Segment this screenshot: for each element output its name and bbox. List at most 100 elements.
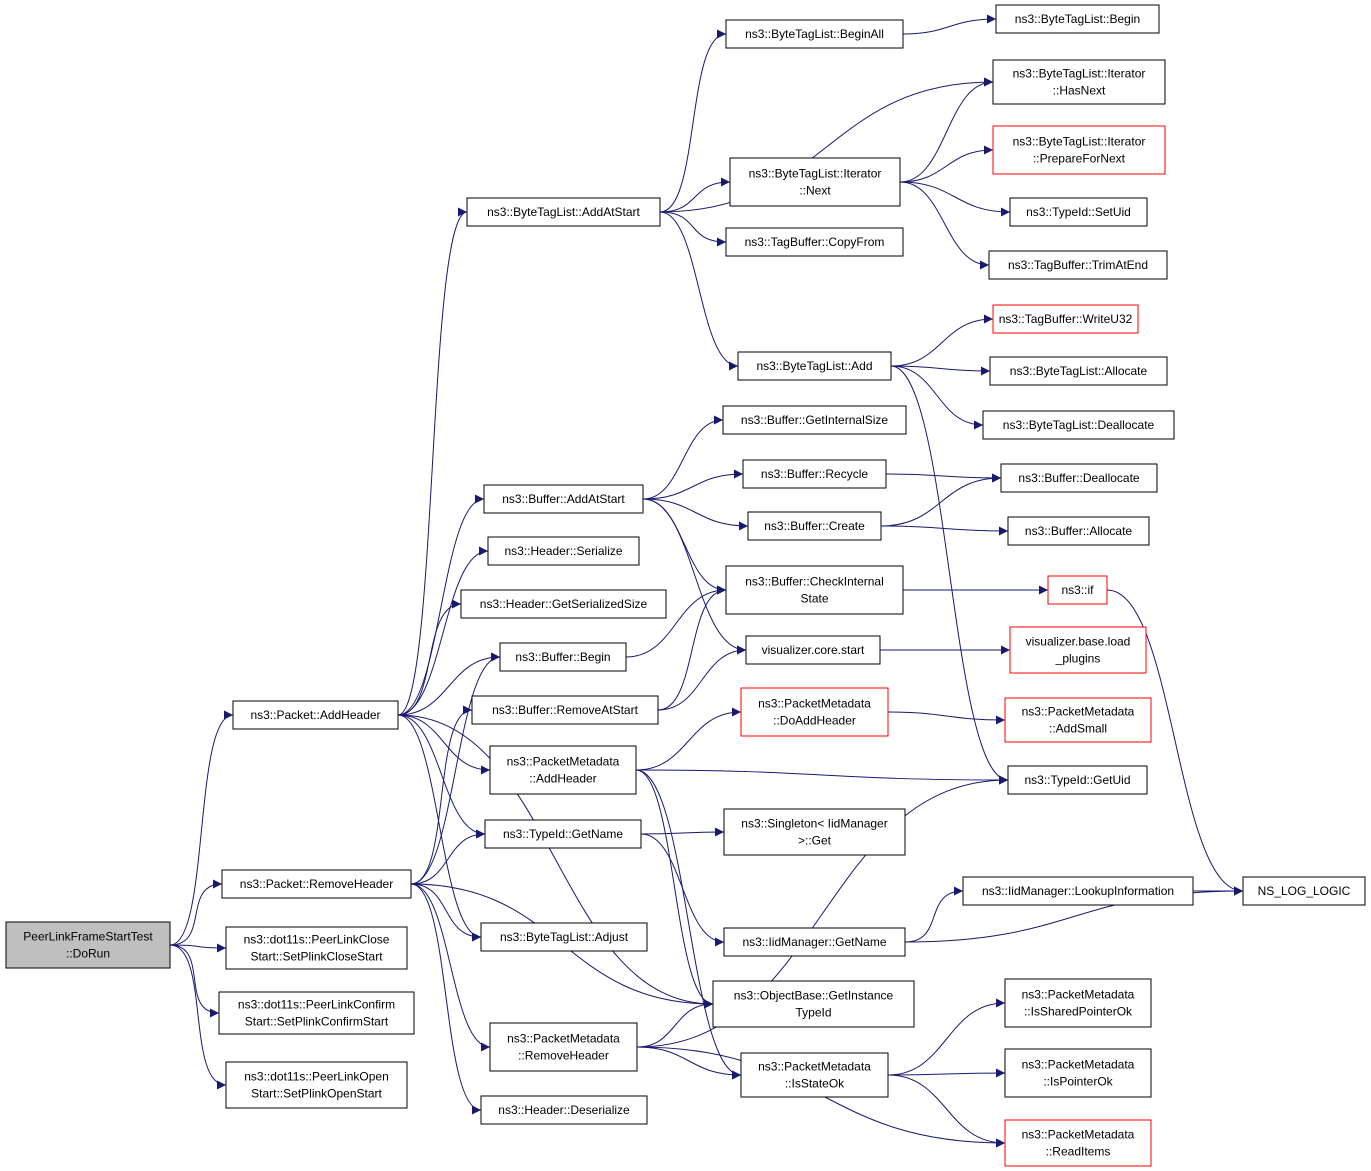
node-buf-alloc[interactable]: ns3::Buffer::Allocate [1007, 516, 1150, 546]
node-pm-read[interactable]: ns3::PacketMetadata::ReadItems [1004, 1119, 1152, 1167]
edge-btl-add-to-btl-dealloc [890, 365, 984, 430]
edge-pm-remhdr-to-pm-stateok [636, 1046, 742, 1080]
node-open[interactable]: ns3::dot11s::PeerLinkOpenStart::SetPlink… [225, 1061, 408, 1109]
node-iid-lookup[interactable]: ns3::IidManager::LookupInformation [962, 876, 1194, 906]
node-btl-add[interactable]: ns3::ByteTagList::Add [737, 351, 892, 381]
node-box [484, 819, 642, 849]
node-buf-create[interactable]: ns3::Buffer::Create [747, 511, 882, 541]
node-it-prepare[interactable]: ns3::ByteTagList::Iterator::PrepareForNe… [992, 125, 1166, 175]
edge-pkt-rem-to-btl-adjust [410, 883, 482, 942]
node-hdr-ser[interactable]: ns3::Header::Serialize [487, 536, 640, 566]
node-vis-load[interactable]: visualizer.base.load_plugins [1009, 626, 1147, 674]
node-vis-start[interactable]: visualizer.core.start [745, 635, 881, 665]
node-iid-getname[interactable]: ns3::IidManager::GetName [723, 927, 906, 957]
edge-it-next-to-tid-setuid [899, 181, 1011, 217]
node-box [499, 642, 627, 672]
edge-pkt-add-to-btl-adjust [397, 714, 482, 942]
node-root[interactable]: PeerLinkFrameStartTest::DoRun [5, 921, 171, 969]
node-btl-begin[interactable]: ns3::ByteTagList::Begin [995, 4, 1160, 34]
node-label: ns3::TagBuffer::TrimAtEnd [1008, 258, 1148, 272]
node-label: ns3::IidManager::GetName [742, 935, 886, 949]
edge-btl-add-to-tid-getuid [890, 365, 1009, 785]
node-box [1009, 197, 1148, 227]
node-pm-addsmall[interactable]: ns3::PacketMetadata::AddSmall [1004, 697, 1152, 743]
node-buf-dealloc[interactable]: ns3::Buffer::Deallocate [1000, 463, 1158, 493]
edge-pkt-rem-to-pm-remhdr [410, 883, 491, 1052]
node-label: ns3::TypeId::GetName [503, 827, 623, 841]
node-pm-stateok[interactable]: ns3::PacketMetadata::IsStateOk [740, 1052, 889, 1098]
node-tb-write[interactable]: ns3::TagBuffer::WriteU32 [992, 304, 1139, 334]
node-pkt-add[interactable]: ns3::Packet::AddHeader [232, 700, 399, 730]
edge-btl-addatstart-to-btl-add [659, 211, 739, 371]
edge-buf-addatstart-to-buf-create [642, 498, 749, 531]
edge-btl-addatstart-to-it-next [659, 177, 731, 213]
node-label: visualizer.core.start [762, 643, 865, 657]
node-hdr-gss[interactable]: ns3::Header::GetSerializedSize [460, 589, 667, 619]
node-buf-gis[interactable]: ns3::Buffer::GetInternalSize [722, 405, 907, 435]
edge-tid-getname-to-singleton [640, 827, 725, 837]
node-hdr-deser[interactable]: ns3::Header::Deserialize [480, 1095, 648, 1125]
edge-pm-stateok-to-pm-shared [887, 998, 1006, 1076]
node-tid-getname[interactable]: ns3::TypeId::GetName [484, 819, 642, 849]
node-label: ::PrepareForNext [1033, 152, 1126, 166]
node-box [982, 410, 1175, 440]
node-label: PeerLinkFrameStartTest [23, 930, 153, 944]
node-label: ns3::PacketMetadata [1022, 988, 1135, 1002]
node-tb-copyfrom[interactable]: ns3::TagBuffer::CopyFrom [725, 227, 904, 257]
node-label: ns3::PacketMetadata [507, 755, 620, 769]
node-btl-adjust[interactable]: ns3::ByteTagList::Adjust [480, 922, 648, 952]
node-buf-recycle[interactable]: ns3::Buffer::Recycle [742, 459, 887, 489]
node-it-hasnext[interactable]: ns3::ByteTagList::Iterator::HasNext [992, 59, 1166, 105]
node-ns3-if[interactable]: ns3::if [1047, 575, 1108, 605]
node-pm-ptrok[interactable]: ns3::PacketMetadata::IsPointerOk [1004, 1048, 1152, 1098]
node-btl-alloc[interactable]: ns3::ByteTagList::Allocate [989, 356, 1168, 386]
edge-pkt-rem-to-buf-remove [410, 705, 473, 885]
node-btl-addatstart[interactable]: ns3::ByteTagList::AddAtStart [466, 197, 661, 227]
edge-root-to-open [169, 944, 227, 1090]
edge-btl-addatstart-to-tb-copyfrom [659, 211, 727, 247]
edge-pkt-add-to-buf-begin [397, 652, 501, 716]
node-pkt-rem[interactable]: ns3::Packet::RemoveHeader [221, 869, 412, 899]
node-label: ns3::Header::GetSerializedSize [480, 597, 648, 611]
node-tid-getuid[interactable]: ns3::TypeId::GetUid [1007, 765, 1148, 795]
node-it-next[interactable]: ns3::ByteTagList::Iterator::Next [729, 157, 901, 207]
node-box [1004, 1048, 1152, 1098]
node-label: ns3::TypeId::SetUid [1026, 205, 1131, 219]
edge-pm-stateok-to-pm-read [887, 1074, 1006, 1148]
node-ns-log[interactable]: NS_LOG_LOGIC [1242, 876, 1366, 906]
node-tid-setuid[interactable]: ns3::TypeId::SetUid [1009, 197, 1148, 227]
node-singleton[interactable]: ns3::Singleton< IidManager>::Get [723, 808, 906, 856]
node-label: ns3::Buffer::GetInternalSize [741, 413, 889, 427]
node-buf-remove[interactable]: ns3::Buffer::RemoveAtStart [471, 695, 659, 725]
node-box [221, 869, 412, 899]
node-pm-doadd[interactable]: ns3::PacketMetadata::DoAddHeader [740, 687, 889, 737]
node-pm-addhdr[interactable]: ns3::PacketMetadata::AddHeader [489, 745, 637, 795]
node-label: ns3::ByteTagList::Iterator [1013, 135, 1146, 149]
node-box [1242, 876, 1366, 906]
node-pm-remhdr[interactable]: ns3::PacketMetadata::RemoveHeader [489, 1022, 638, 1072]
edge-root-to-close [169, 943, 227, 953]
node-pm-shared[interactable]: ns3::PacketMetadata::IsSharedPointerOk [1004, 978, 1152, 1028]
node-label: ns3::Buffer::Begin [515, 650, 610, 664]
node-box [1004, 978, 1152, 1028]
edge-layer [169, 14, 1244, 1148]
node-label: >::Get [798, 834, 832, 848]
node-confirm[interactable]: ns3::dot11s::PeerLinkConfirmStart::SetPl… [218, 991, 415, 1035]
edge-pkt-add-to-hdr-gss [397, 599, 462, 716]
node-buf-begin[interactable]: ns3::Buffer::Begin [499, 642, 627, 672]
edge-btl-add-to-btl-alloc [890, 365, 991, 376]
node-btl-dealloc[interactable]: ns3::ByteTagList::Deallocate [982, 410, 1175, 440]
edge-buf-recycle-to-buf-dealloc [885, 473, 1002, 483]
node-close[interactable]: ns3::dot11s::PeerLinkCloseStart::SetPlin… [225, 926, 408, 970]
edge-pkt-add-to-pm-addhdr [397, 714, 491, 775]
node-buf-addatstart[interactable]: ns3::Buffer::AddAtStart [483, 484, 644, 514]
node-label: ::DoRun [66, 947, 110, 961]
node-label: ns3::ByteTagList::Add [756, 359, 872, 373]
node-tb-trim[interactable]: ns3::TagBuffer::TrimAtEnd [988, 250, 1168, 280]
node-label: ::ReadItems [1046, 1145, 1111, 1159]
node-label: ::AddSmall [1049, 722, 1107, 736]
node-btl-beginall[interactable]: ns3::ByteTagList::BeginAll [725, 19, 904, 49]
